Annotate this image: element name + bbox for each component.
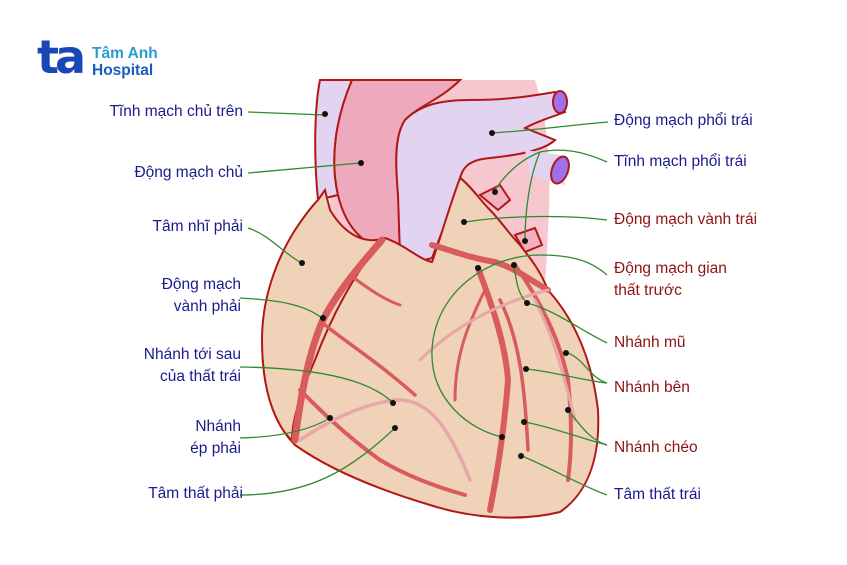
label-circumflex-branch: Nhánh mũ: [614, 334, 686, 351]
label-right-ventricle: Tâm thất phải: [148, 485, 243, 502]
posterior-branch-path: [298, 398, 472, 482]
coronary-arteries: [291, 236, 577, 513]
logo-mark: ta: [37, 30, 86, 84]
right-marginal-branch: [298, 388, 467, 497]
left-atrium-appendage: [478, 183, 512, 212]
label-superior-vena-cava: Tĩnh mạch chủ trên: [109, 103, 243, 120]
lad-path: [475, 265, 512, 513]
right-atrium-edge: [262, 359, 293, 441]
label-lateral-branch: Nhánh bên: [614, 379, 690, 396]
label-left-pulmonary-vein: Tĩnh mạch phổi trái: [614, 153, 747, 170]
lad-branch: [453, 288, 487, 402]
rca-branch-1: [348, 273, 402, 307]
label-left-ventricle: Tâm thất trái: [614, 486, 701, 503]
label-aorta: Động mạch chủ: [134, 164, 243, 181]
lateral-path: [533, 298, 577, 422]
pale-branch: [418, 288, 550, 362]
pulmonary-artery-lumen: [552, 90, 568, 114]
circumflex-path: [513, 263, 573, 482]
logo-wordmark: Tâm Anh Hospital: [92, 45, 158, 79]
pulmonary-vein-lumen: [550, 155, 570, 185]
logo-line-2: Hospital: [92, 62, 154, 79]
label-left-coronary-artery: Động mạch vành trái: [614, 211, 758, 228]
hospital-logo: ta Tâm Anh Hospital: [37, 34, 172, 86]
logo-line-1: Tâm Anh: [92, 45, 158, 62]
label-left-pulmonary-artery: Động mạch phổi trái: [614, 112, 753, 129]
label-right-atrium: Tâm nhĩ phải: [152, 218, 243, 235]
diagonal-path: [498, 298, 530, 452]
rca-branch-2: [323, 323, 417, 397]
left-coronary-artery: [429, 242, 551, 293]
right-coronary-artery: [291, 236, 386, 444]
label-diagonal-branch: Nhánh chéo: [614, 439, 698, 456]
leader-lines: [239, 111, 609, 496]
pointer-dots: [299, 111, 571, 459]
